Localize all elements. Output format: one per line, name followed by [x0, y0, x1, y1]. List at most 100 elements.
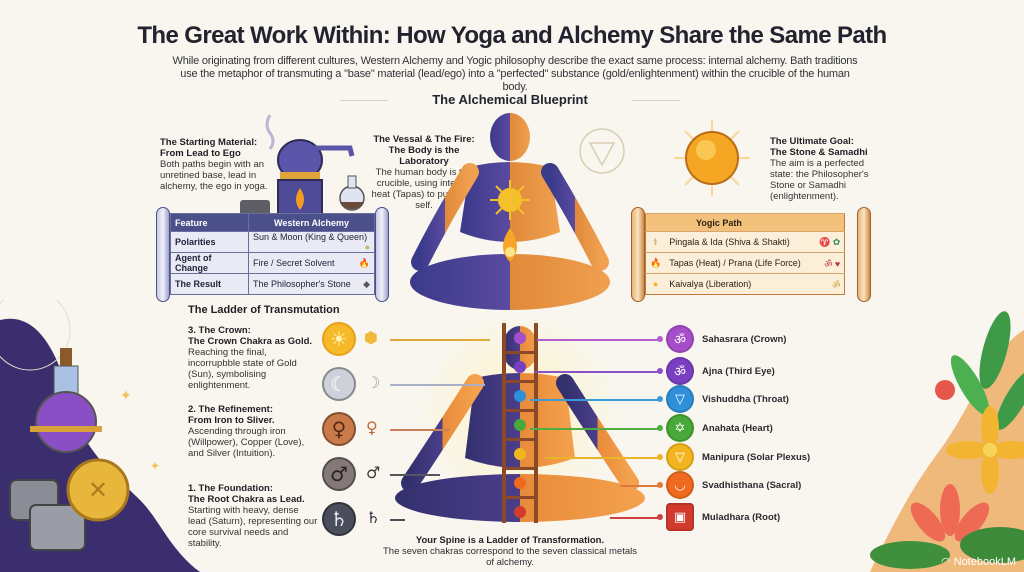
value-cell: Kaivalya (Liberation)	[665, 273, 805, 295]
caption-title: Your Spine is a Ladder of Transformation…	[415, 535, 605, 546]
chakra-label: Svadhisthana (Sacral)	[702, 479, 802, 491]
section-heading-blueprint: The Alchemical Blueprint	[330, 92, 690, 107]
ajna-chakra-icon: ॐ	[666, 357, 694, 385]
connector-line	[530, 428, 659, 430]
callout-body: The aim is a perfected state: the Philos…	[770, 158, 869, 202]
callout-body: The human body is the crucible, using in…	[371, 167, 477, 211]
chakra-label: Manipura (Solar Plexus)	[702, 451, 811, 463]
callout-title: The Ultimate Goal:	[770, 136, 854, 147]
table-row: ● Kaivalya (Liberation) ॐ	[645, 273, 845, 295]
callout-vessel-fire: The Vessal & The Fire: The Body is the L…	[368, 134, 480, 211]
chakra-label: Sahasrara (Crown)	[702, 333, 787, 345]
chakra-item-ajna: ॐ Ajna (Third Eye)	[666, 357, 775, 385]
gold-sun-icon: ☀	[322, 322, 356, 356]
feature-cell: Agent of Change	[170, 252, 249, 274]
table-header-row: Yogic Path	[645, 213, 845, 232]
flame-icon: 🔥	[645, 252, 666, 274]
om-heart-icon: ॐ ♥	[804, 252, 845, 274]
value-cell: Sun & Moon (King & Queen) ●	[248, 231, 375, 253]
callout-subtitle: The Stone & Samadhi	[770, 147, 868, 158]
table-row: Agent of Change Fire / Secret Solvent 🔥	[170, 252, 375, 274]
table-row: 🔥 Tapas (Heat) / Prana (Life Force) ॐ ♥	[645, 252, 845, 274]
flame-icon: 🔥	[358, 257, 370, 268]
notebooklm-logo-icon: ◠	[941, 555, 951, 568]
connector-line	[390, 429, 450, 431]
svg-text:✦: ✦	[120, 387, 132, 403]
feature-cell: The Result	[170, 273, 249, 295]
connector-dot	[657, 425, 663, 431]
value-text: Sun & Moon (King & Queen)	[253, 232, 368, 242]
sahasrara-chakra-icon: ॐ	[666, 325, 694, 353]
table-header-cell: Yogic Path	[645, 213, 845, 232]
scroll-rod-left	[631, 207, 645, 302]
chakra-label: Muladhara (Root)	[702, 511, 781, 523]
table-row: Polarities Sun & Moon (King & Queen) ●	[170, 231, 375, 253]
page-subtitle: While originating from different culture…	[172, 55, 858, 93]
caption-body: The seven chakras correspond to the seve…	[383, 546, 637, 568]
moon-coin-icon: ●	[364, 242, 370, 252]
section-heading-ladder: The Ladder of Transmutation	[188, 304, 340, 316]
muladhara-chakra-icon: ▣	[666, 503, 694, 531]
table-row: The Result The Philosopher's Stone ◆	[170, 273, 375, 295]
value-text: The Philosopher's Stone	[253, 278, 351, 289]
brand-label: NotebookLM	[953, 555, 1016, 568]
sun-disc-icon: ●	[645, 273, 666, 295]
svg-text:✦: ✦	[150, 459, 160, 473]
callout-subtitle: The Body is the Laboratory	[388, 145, 460, 167]
mars-symbol-icon: ♂	[366, 463, 381, 482]
alembic-illustration	[240, 114, 365, 220]
gold-nugget-icon: ⬢	[364, 328, 378, 347]
scroll-rod-right	[857, 207, 871, 302]
value-cell: Fire / Secret Solvent 🔥	[248, 252, 375, 274]
venus-symbol-icon: ♀	[366, 418, 378, 437]
connector-dot	[657, 396, 663, 402]
table-row: ⚕ Pingala & Ida (Shiva & Shakti) ♈ ✿	[645, 231, 845, 253]
floral-corner-art	[870, 311, 1024, 572]
ladder-step-foundation: 1. The Foundation: The Root Chakra as Le…	[188, 483, 318, 549]
connector-line	[390, 339, 490, 341]
callout-body: Both paths begin with an unretined base,…	[160, 159, 268, 192]
saturn-symbol-icon: ♄	[366, 508, 381, 527]
table-header-cell: Feature	[170, 213, 249, 232]
step-title: 1. The Foundation:	[188, 483, 273, 494]
connector-dot	[657, 368, 663, 374]
meditating-figure-top	[410, 113, 610, 310]
chakra-item-svadhisthana: ◡ Svadhisthana (Sacral)	[666, 471, 801, 499]
table-header-cell: Western Alchemy	[248, 213, 375, 232]
anahata-chakra-icon: ✡	[666, 414, 694, 442]
yogic-path-scroll: Yogic Path ⚕ Pingala & Ida (Shiva & Shak…	[631, 207, 871, 302]
connector-line	[535, 371, 659, 373]
value-cell: The Philosopher's Stone ◆	[248, 273, 375, 295]
manipura-chakra-icon: ▽	[666, 443, 694, 471]
feature-cell: Polarities	[170, 231, 249, 253]
stone-icon: ◆	[363, 278, 370, 289]
svadhisthana-chakra-icon: ◡	[666, 471, 694, 499]
step-title: 3. The Crown:	[188, 325, 251, 336]
chakra-label: Anahata (Heart)	[702, 422, 773, 434]
metals-column: ☀ ⬢ ☾ ☽ ♀ ♀ ♂ ♂ ♄ ♄	[322, 322, 392, 536]
callout-title: The Vessal & The Fire:	[373, 134, 475, 145]
callout-title: The Starting Material:	[160, 137, 258, 148]
step-subtitle: The Crown Chakra as Gold.	[188, 336, 313, 347]
connector-line	[390, 519, 405, 521]
connector-dot	[657, 482, 663, 488]
connector-dot	[657, 454, 663, 460]
western-alchemy-scroll: Feature Western Alchemy Polarities Sun &…	[156, 207, 389, 302]
scroll-rod-right	[375, 207, 389, 302]
callout-starting-material: The Starting Material: From Lead to Ego …	[160, 137, 275, 192]
chakra-item-anahata: ✡ Anahata (Heart)	[666, 414, 773, 442]
yogic-path-table: Yogic Path ⚕ Pingala & Ida (Shiva & Shak…	[645, 213, 846, 295]
chakra-label: Vishuddha (Throat)	[702, 393, 789, 405]
connector-line	[620, 485, 659, 487]
ladder-step-crown: 3. The Crown: The Crown Chakra as Gold. …	[188, 325, 318, 391]
connector-line	[530, 399, 659, 401]
iron-mars-coin-icon: ♂	[322, 457, 356, 491]
value-cell: Pingala & Ida (Shiva & Shakti)	[665, 231, 805, 253]
scroll-rod-left	[156, 207, 170, 302]
spine-caption: Your Spine is a Ladder of Transformation…	[380, 535, 640, 568]
connector-dot	[657, 336, 663, 342]
callout-subtitle: From Lead to Ego	[160, 148, 241, 159]
chakra-label: Ajna (Third Eye)	[702, 365, 775, 377]
alchemy-emblem-icon	[579, 128, 625, 174]
moon-symbol-icon: ☽	[366, 373, 381, 392]
